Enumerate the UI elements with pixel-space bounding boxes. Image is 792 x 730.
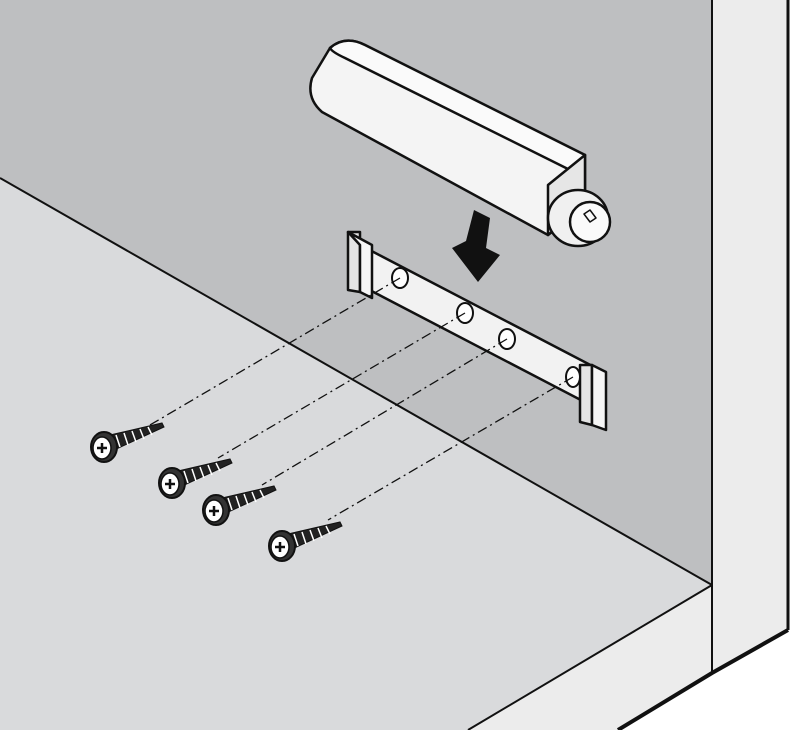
mounting-plate	[346, 230, 608, 432]
alignment-lines	[149, 277, 574, 521]
push-latch	[309, 39, 612, 248]
side-panel	[712, 0, 788, 673]
shelf-surface	[0, 178, 712, 730]
down-arrow-icon	[452, 210, 500, 282]
